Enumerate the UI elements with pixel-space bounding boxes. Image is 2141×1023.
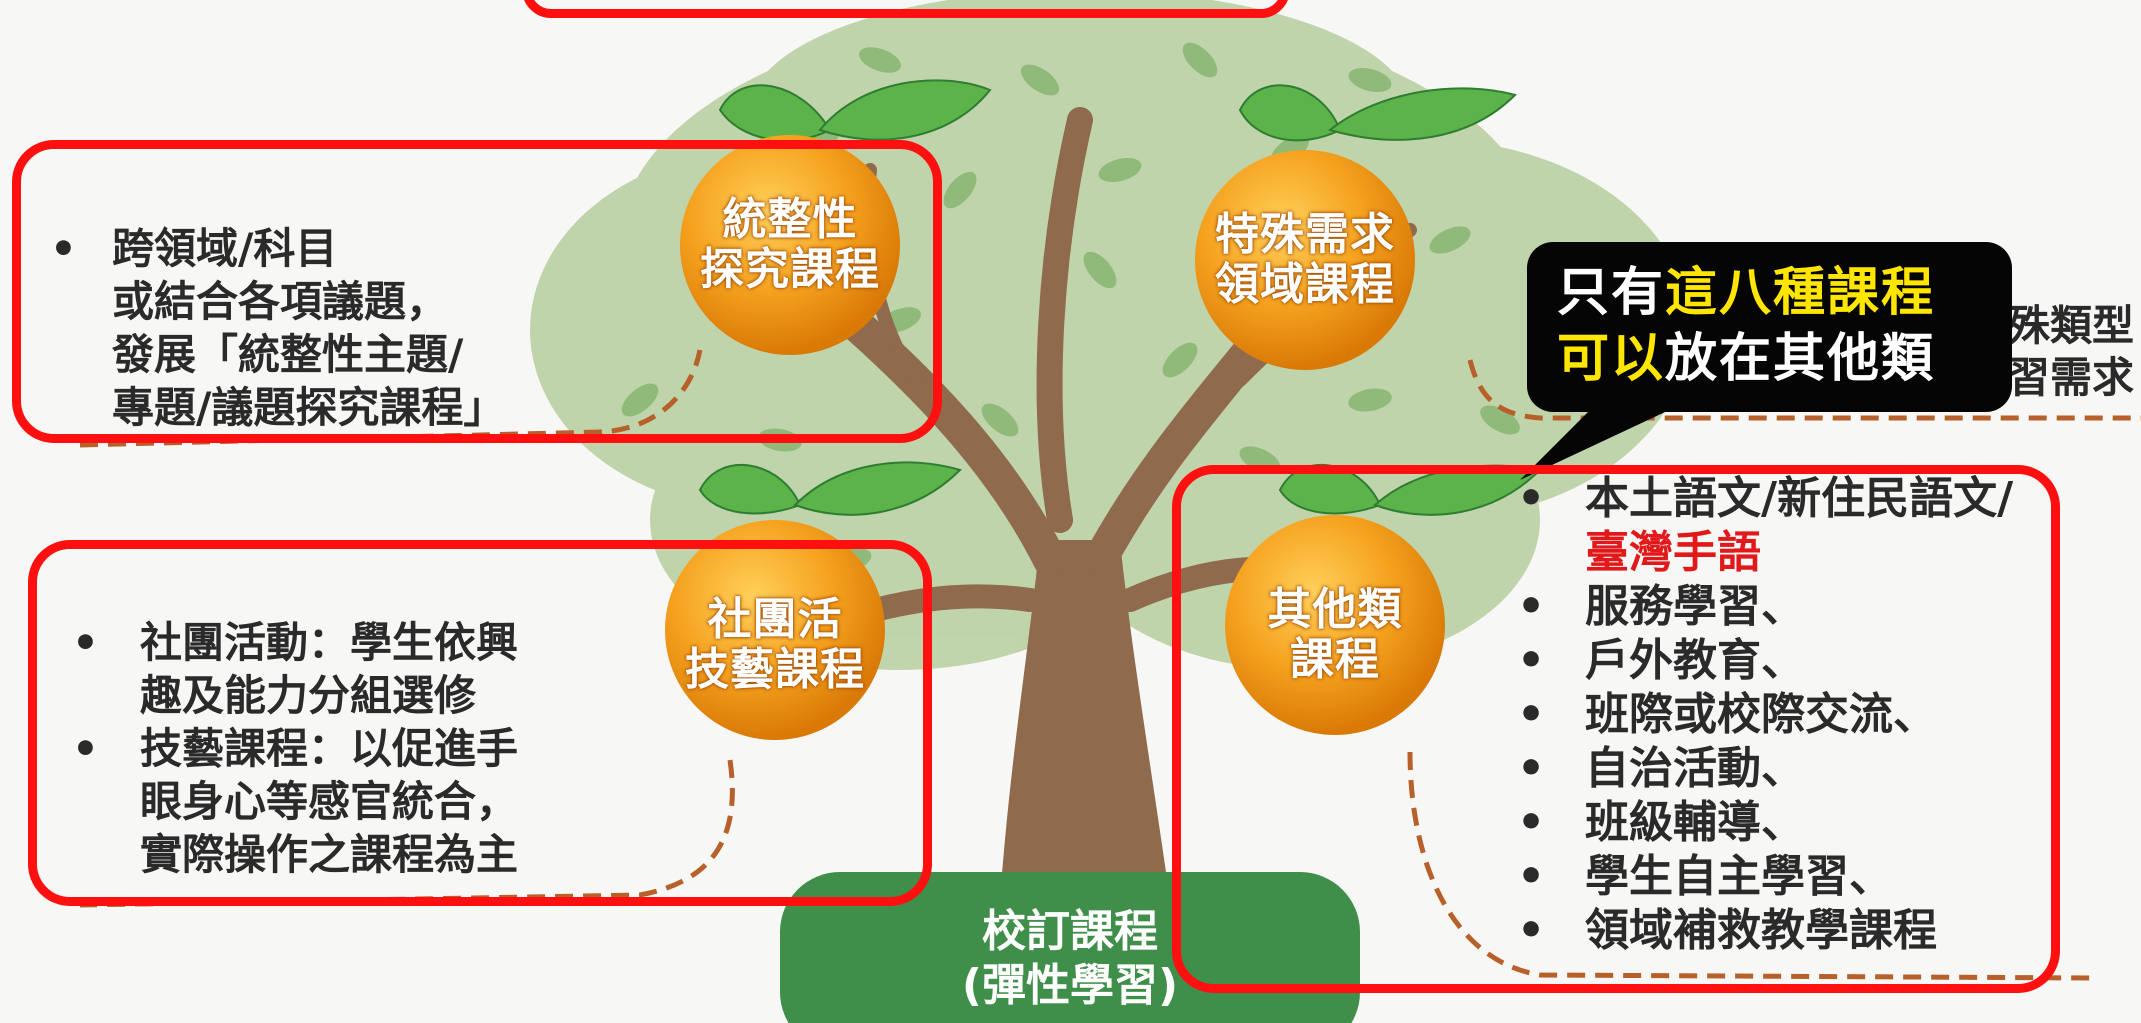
trunk-base-line1: 校訂課程 [982,906,1158,957]
dashed-connectors [79,349,2141,981]
list-item: 本土語文/新住民語文/ 臺灣手語 [1517,472,2014,580]
list-line: 或結合各項議題， [112,277,449,326]
orange-label-integrated: 統整性 探究課程 [660,195,920,295]
partial-line: 殊類型 [2008,301,2135,350]
list-item: 學生自主學習、 [1517,850,2013,904]
list-item: 技藝課程：以促進手 眼身心等感官統合， 實際操作之課程為主 [72,722,519,881]
list-line: 專題/議題探究課程」 [112,383,506,432]
orange-label-other: 其他類 課程 [1205,585,1465,685]
list-item: 服務學習、 [1517,580,2013,634]
callout-note: 只有這八種課程 可以放在其他類 [1527,242,2012,412]
orange-clubs [665,520,885,740]
list-line: 本土語文/新住民語文/ [1585,473,2014,524]
list-line: 跨領域/科目 [112,224,338,273]
list-line: 發展「統整性主題/ [112,330,464,379]
trunk-base-label: 校訂課程 (彈性學習) [780,905,1360,1013]
list-item: 班際或校際交流、 [1517,688,2013,742]
orange-integrated [680,135,900,355]
callout-suffix: 放在其他類 [1665,329,1936,389]
list-item: 自治活動、 [1517,742,2013,796]
club-course-list: 社團活動：學生依興 趣及能力分組選修 技藝課程：以促進手 眼身心等感官統合， 實… [72,616,519,881]
list-line: 實際操作之課程為主 [140,830,519,879]
callout-prefix: 只有 [1557,263,1666,323]
callout-highlight-can: 可以 [1557,329,1666,389]
orange-other [1225,515,1445,735]
other-course-list: 本土語文/新住民語文/ 臺灣手語 服務學習、 戶外教育、 班際或校際交流、 自治… [1517,472,2014,958]
list-item: 戶外教育、 [1517,634,2013,688]
callout-highlight-courses: 這八種課程 [1665,263,1936,323]
orange-clubs-line1: 社團活 [707,594,843,645]
list-item: 跨領域/科目 或結合各項議題， 發展「統整性主題/ 專題/議題探究課程」 [50,222,506,434]
orange-label-special-needs: 特殊需求 領域課程 [1175,210,1435,310]
list-item: 領域補救教學課程 [1517,904,2013,958]
top-frame-partial [522,0,1290,18]
orange-integrated-line2: 探究課程 [700,244,880,295]
partial-line: 習需求 [2008,353,2135,402]
list-line: 趣及能力分組選修 [140,671,477,720]
orange-special-needs-line1: 特殊需求 [1215,209,1395,260]
orange-integrated-line1: 統整性 [722,194,858,245]
orange-special-needs [1195,150,1415,370]
list-line: 眼身心等感官統合， [140,777,519,826]
orange-other-line2: 課程 [1290,634,1380,685]
integrated-course-frame [12,140,942,443]
trunk-base-line2: (彈性學習) [961,960,1179,1011]
integrated-course-list: 跨領域/科目 或結合各項議題， 發展「統整性主題/ 專題/議題探究課程」 [50,222,506,434]
list-item: 社團活動：學生依興 趣及能力分組選修 [72,616,519,722]
special-needs-partial-text: 殊類型 習需求 [2008,300,2134,404]
list-line: 技藝課程：以促進手 [140,724,519,773]
taiwan-sign-language-text: 臺灣手語 [1585,527,1761,578]
club-course-frame [28,540,932,906]
list-line: 社團活動：學生依興 [140,618,519,667]
orange-other-line1: 其他類 [1267,584,1403,635]
callout-pointer [1520,400,1680,480]
list-item: 班級輔導、 [1517,796,2013,850]
other-course-frame [1172,465,2060,993]
callout-line-1: 只有這八種課程 [1557,260,2012,326]
callout-line-2: 可以放在其他類 [1557,326,2012,392]
orange-label-clubs: 社團活 技藝課程 [645,595,905,695]
orange-special-needs-line2: 領域課程 [1215,259,1395,310]
orange-clubs-line2: 技藝課程 [685,644,865,695]
orange-leaves [698,79,1543,516]
oranges [665,135,1445,740]
